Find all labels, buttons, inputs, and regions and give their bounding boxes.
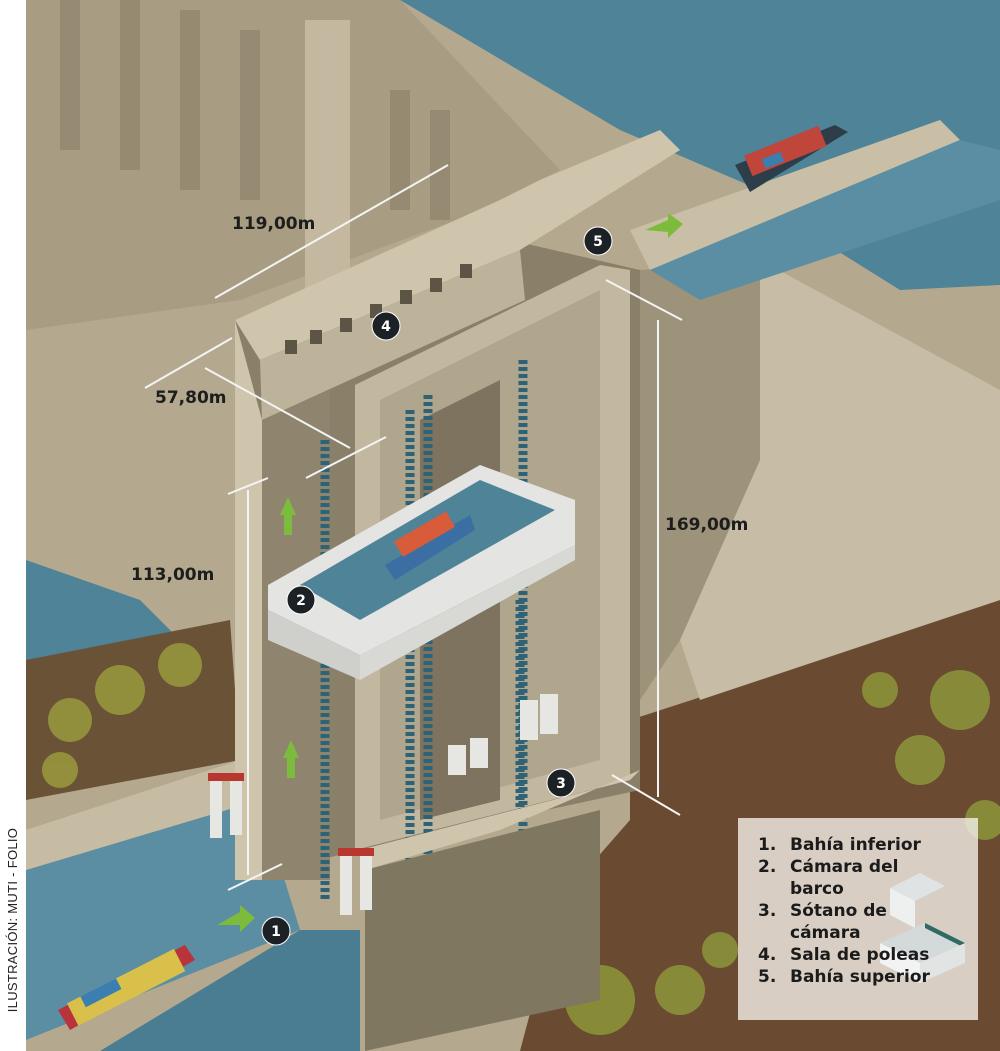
legend-item-5: 5.Bahía superior	[758, 967, 930, 987]
legend-item-4: 4.Sala de poleas	[758, 945, 930, 965]
top-bridge	[235, 130, 680, 360]
lower-gates	[210, 694, 558, 915]
legend-item-3: 3.Sótano de cámara	[758, 901, 887, 943]
svg-text:2: 2	[296, 593, 306, 609]
upper-channel-wall	[630, 120, 960, 270]
right-dam-side	[640, 260, 760, 700]
lower-ship	[58, 945, 195, 1030]
dam-pillar	[305, 20, 350, 290]
dimension-lines	[144, 164, 683, 891]
legend: 1.Bahía inferior 2.Cámara del barco 3.Só…	[738, 818, 978, 1020]
credit-strip	[0, 0, 26, 1051]
svg-text:1: 1	[271, 924, 281, 940]
lower-channel-water	[26, 800, 300, 1040]
marker-2: 2	[286, 585, 316, 615]
gate-tops	[208, 773, 374, 856]
lower-water	[100, 930, 360, 1051]
pulley-hall-windows	[285, 264, 472, 354]
dimension-total-height-label: 169,00m	[665, 515, 748, 535]
vegetation-left	[42, 643, 202, 788]
marker-3: 3	[546, 768, 576, 798]
dimension-lift-height-label: 113,00m	[131, 565, 214, 585]
flow-arrows	[217, 213, 683, 932]
upper-channel-water	[650, 140, 1000, 300]
ship-chamber	[268, 465, 575, 680]
svg-text:5: 5	[593, 234, 603, 250]
marker-5: 5	[583, 226, 613, 256]
upper-ship	[735, 125, 848, 192]
legend-item-2: 2.Cámara del barco	[758, 857, 899, 899]
dam-wall	[26, 0, 560, 330]
dam-buttresses	[60, 0, 450, 220]
legend-item-1: 1.Bahía inferior	[758, 835, 921, 855]
chamber-basement	[365, 810, 600, 1051]
dimension-width-label: 57,80m	[155, 388, 227, 408]
lower-channel-wall	[26, 760, 260, 870]
dimension-length-label: 119,00m	[232, 214, 315, 234]
chamber-basement-ledge	[360, 770, 640, 870]
illustration-credit: ILUSTRACIÓN: MUTI - FOLIO	[5, 827, 20, 1013]
building-icon	[880, 873, 965, 983]
marker-4: 4	[371, 311, 401, 341]
marker-1: 1	[261, 916, 291, 946]
svg-text:3: 3	[556, 776, 566, 792]
svg-text:4: 4	[381, 319, 391, 335]
